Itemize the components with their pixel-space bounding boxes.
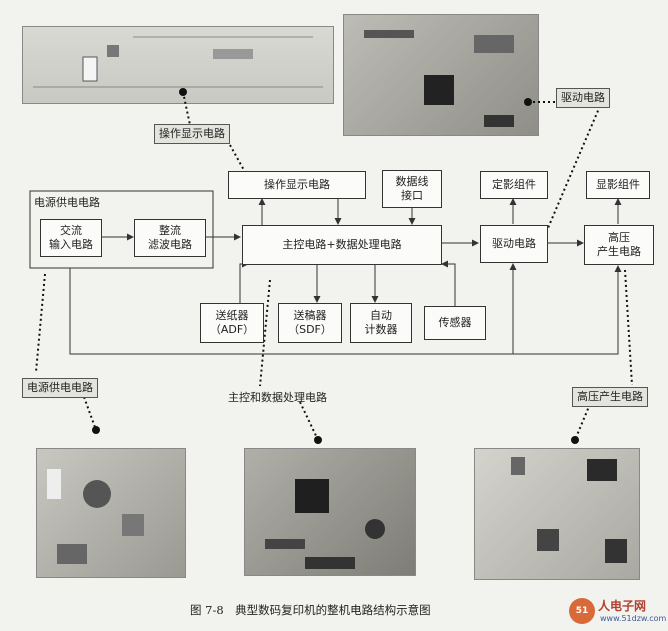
power-board-art	[47, 469, 144, 564]
high-voltage-board-photo	[474, 448, 640, 580]
developing-block: 显影组件	[586, 171, 650, 199]
fixing-block: 定影组件	[480, 171, 548, 199]
power-bus	[69, 266, 619, 355]
leader-op-display-block	[229, 144, 246, 173]
leader-power-board	[83, 396, 97, 431]
op-display-board-art	[33, 36, 323, 88]
watermark-url: www.51dzw.com	[600, 614, 667, 623]
high-voltage-callout: 高压产生电路	[572, 387, 648, 407]
op-display-block: 操作显示电路	[228, 171, 366, 199]
main-control-callout: 主控和数据处理电路	[228, 391, 327, 404]
driver-callout: 驱动电路	[556, 88, 610, 108]
leader-op-display-board	[182, 91, 191, 126]
leader-hv-board	[574, 403, 591, 441]
site-logo: 51	[569, 598, 595, 624]
data-port-block: 数据线 接口	[382, 170, 442, 208]
watermark-name: 人电子网	[598, 599, 647, 613]
leader-driver-block	[547, 105, 601, 229]
leader-hv-block	[624, 269, 633, 386]
high-voltage-block: 高压 产生电路	[584, 225, 654, 265]
high-voltage-board-art	[511, 457, 627, 563]
line-adf-main	[239, 263, 245, 306]
leader-power-block	[35, 273, 46, 373]
ac-input-block: 交流 输入电路	[40, 219, 102, 257]
power-callout: 电源供电电路	[22, 378, 98, 398]
driver-board-art	[364, 30, 514, 127]
driver-board-photo	[343, 14, 539, 136]
line-sensor-main	[445, 263, 456, 306]
adf-block: 送纸器 （ADF）	[200, 303, 264, 343]
main-control-block: 主控电路+数据处理电路	[242, 225, 442, 265]
rectifier-block: 整流 滤波电路	[134, 219, 206, 257]
counter-block: 自动 计数器	[350, 303, 412, 343]
sdf-block: 送稿器 （SDF）	[278, 303, 342, 343]
main-control-board-photo	[244, 448, 416, 576]
driver-block: 驱动电路	[480, 225, 548, 263]
op-display-callout: 操作显示电路	[154, 124, 230, 144]
main-control-board-art	[265, 479, 385, 569]
leader-main-board	[299, 401, 319, 441]
figure-caption: 图 7-8 典型数码复印机的整机电路结构示意图	[190, 603, 431, 617]
power-group-title: 电源供电电路	[34, 196, 100, 209]
sensor-block: 传感器	[424, 306, 486, 340]
power-board-photo	[36, 448, 186, 578]
power-group-frame	[29, 190, 214, 269]
op-display-board-photo	[22, 26, 334, 104]
